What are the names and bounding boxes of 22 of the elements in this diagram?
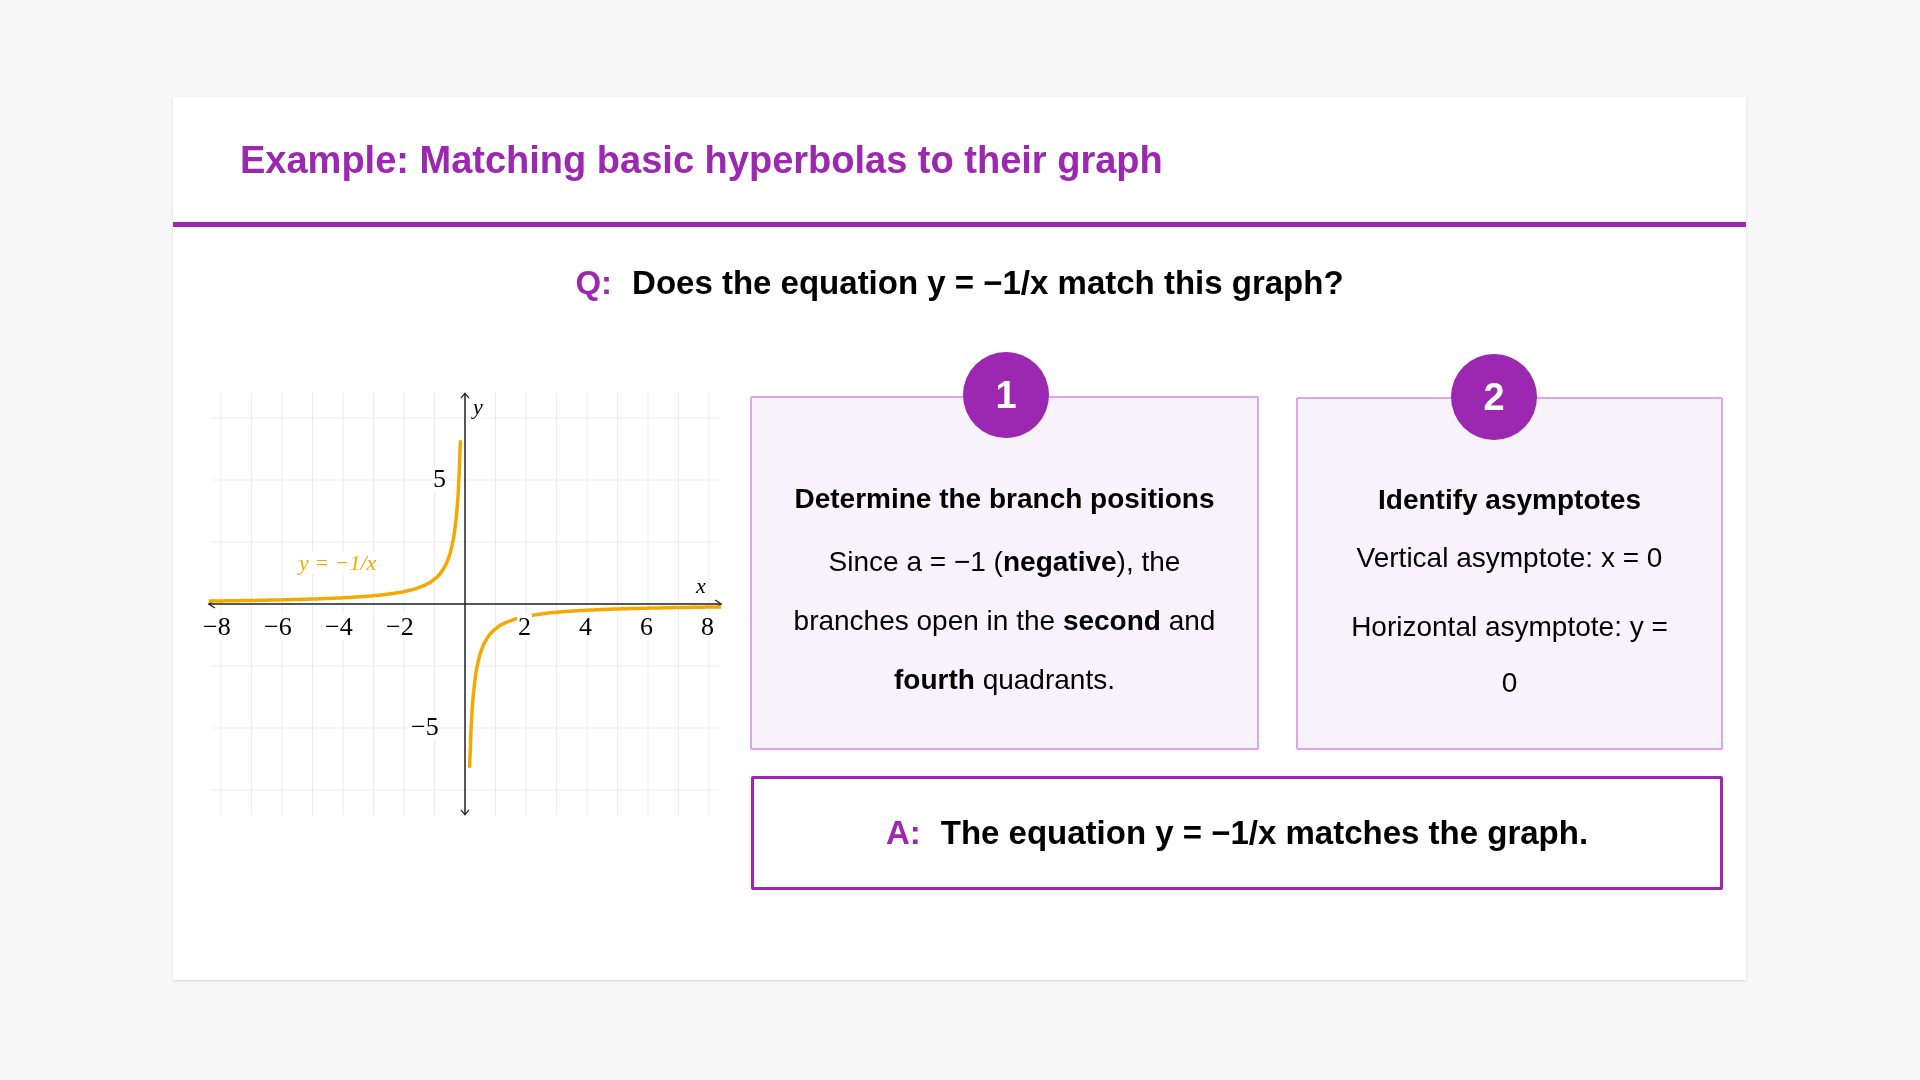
tick-label: 6 xyxy=(639,614,654,640)
step-heading: Identify asymptotes xyxy=(1378,483,1641,517)
question-text: Does the equation y = −1/x match this graph? xyxy=(632,263,1344,303)
tick-label: −4 xyxy=(324,614,354,640)
tick-label: −5 xyxy=(410,714,440,740)
step-heading: Determine the branch positions xyxy=(794,482,1215,516)
title: Example: Matching basic hyperbolas to their graph xyxy=(240,138,1163,183)
answer-box xyxy=(751,776,1723,890)
answer-text: The equation y = −1/x matches the graph. xyxy=(940,813,1589,854)
tick-label: −8 xyxy=(202,614,232,640)
step-body: Since a = −1 (negative), the branches open in the second and fourth quadrants. xyxy=(792,545,1217,697)
step-body: Horizontal asymptote: y = 0 xyxy=(1350,610,1669,700)
question-prefix: Q: xyxy=(575,263,613,303)
tick-label: 5 xyxy=(432,466,447,492)
tick-label: 2 xyxy=(517,614,532,640)
answer-prefix: A: xyxy=(885,813,921,854)
tick-label: 8 xyxy=(700,614,715,640)
step-body: Vertical asymptote: x = 0 xyxy=(1356,541,1663,575)
curve-label: y = −1/x xyxy=(298,552,378,574)
tick-label: −2 xyxy=(385,614,415,640)
tick-label: −6 xyxy=(263,614,293,640)
tick-label: 4 xyxy=(578,614,593,640)
